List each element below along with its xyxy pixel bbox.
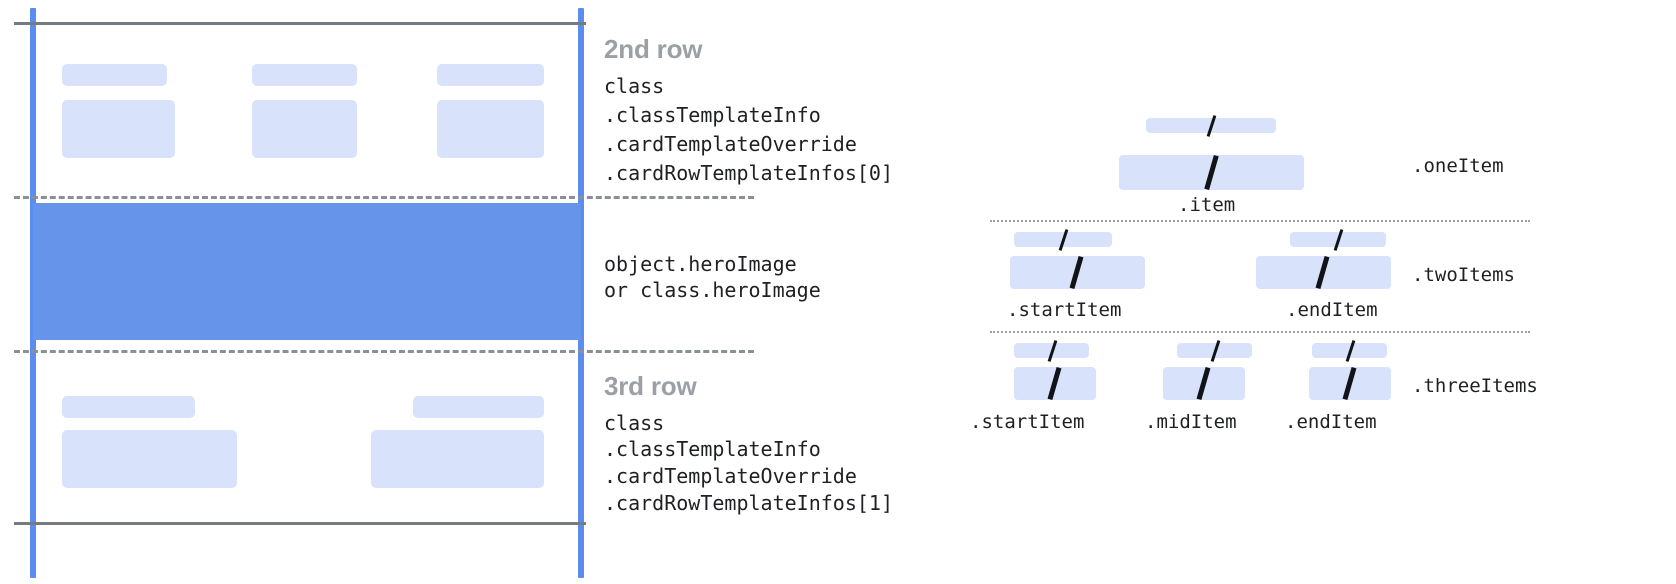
slash-glyph-icon	[1047, 366, 1062, 401]
row-code-3rd-line-1: class	[604, 411, 665, 435]
three-items-mid-title-chip	[1177, 340, 1252, 362]
three-items-mid-label: .midItem	[1145, 411, 1237, 433]
three-items-end-title-chip	[1312, 340, 1387, 362]
slash-glyph-icon	[1333, 229, 1344, 251]
hero-code-line-1: object.heroImage	[604, 252, 797, 276]
row-separator-bottom	[14, 350, 754, 353]
slash-glyph-icon	[1058, 229, 1069, 251]
three-items-end-body-chip	[1309, 366, 1391, 401]
slash-glyph-icon	[1315, 255, 1330, 290]
chip-title-2	[252, 64, 357, 86]
chip-body-3	[437, 100, 544, 158]
card-top-rule	[14, 22, 586, 25]
three-items-end-label: .endItem	[1285, 411, 1377, 433]
chip-title-1	[62, 64, 167, 86]
row-code-3rd-line-4: .cardRowTemplateInfos[1]	[604, 491, 893, 515]
chip-body-2	[252, 100, 357, 158]
card-bottom-rule	[14, 522, 586, 525]
row-code-2nd-line-1: class	[604, 74, 665, 98]
one-item-cell-label: .item	[1178, 194, 1236, 216]
two-items-start-title-chip	[1014, 229, 1112, 251]
three-items-start-title-chip	[1014, 340, 1089, 362]
one-item-group-label: .oneItem	[1412, 155, 1504, 177]
one-item-title-chip	[1146, 115, 1276, 137]
row-code-3rd-line-3: .cardTemplateOverride	[604, 464, 857, 488]
chip-body-1	[62, 100, 175, 158]
two-items-end-title-chip	[1290, 229, 1386, 251]
slash-glyph-icon	[1204, 154, 1219, 191]
three-items-group-label: .threeItems	[1412, 375, 1538, 397]
slash-glyph-icon	[1206, 115, 1217, 137]
row-code-3rd-line-2: .classTemplateInfo	[604, 437, 821, 461]
three-items-start-body-chip	[1014, 366, 1096, 401]
slash-glyph-icon	[1342, 366, 1357, 401]
chip-title-3	[437, 64, 544, 86]
chip-body-4	[62, 430, 237, 488]
chip-title-4	[62, 396, 195, 418]
slash-glyph-icon	[1069, 255, 1084, 290]
two-items-group-label: .twoItems	[1412, 264, 1515, 286]
item-separator-2	[990, 331, 1530, 333]
hero-image-block	[33, 203, 581, 340]
row-code-2nd-line-2: .classTemplateInfo	[604, 103, 821, 127]
two-items-start-label: .startItem	[1007, 299, 1122, 321]
row-code-2nd-line-3: .cardTemplateOverride	[604, 132, 857, 156]
hero-code-line-2: or class.heroImage	[604, 278, 821, 302]
row-heading-2nd: 2nd row	[604, 34, 703, 64]
three-items-mid-body-chip	[1163, 366, 1245, 401]
slash-glyph-icon	[1210, 340, 1221, 362]
chip-title-5	[413, 396, 544, 418]
one-item-body-chip	[1119, 154, 1304, 191]
item-separator-1	[990, 220, 1530, 222]
chip-body-5	[371, 430, 544, 488]
two-items-start-body-chip	[1010, 255, 1145, 290]
slash-glyph-icon	[1047, 340, 1058, 362]
row-code-2nd-line-4: .cardRowTemplateInfos[0]	[604, 161, 893, 185]
row-heading-3rd: 3rd row	[604, 371, 697, 401]
three-items-start-label: .startItem	[970, 411, 1085, 433]
two-items-end-label: .endItem	[1286, 299, 1378, 321]
slash-glyph-icon	[1345, 340, 1356, 362]
card-right-rail	[578, 8, 584, 578]
slash-glyph-icon	[1196, 366, 1211, 401]
two-items-end-body-chip	[1256, 255, 1391, 290]
row-separator-top	[14, 196, 754, 199]
